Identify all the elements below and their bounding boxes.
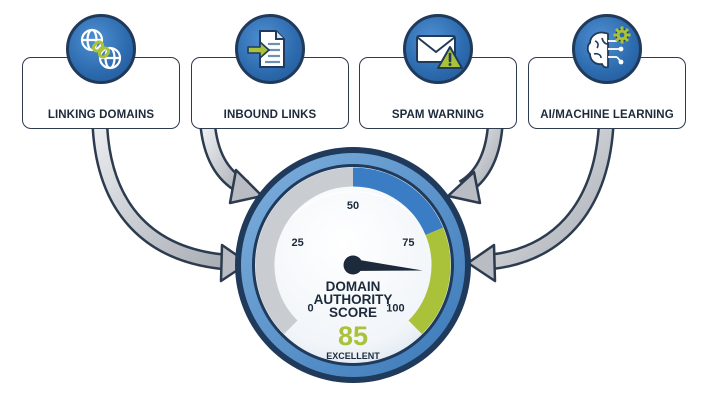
gauge-title-line: DOMAIN	[326, 279, 381, 294]
gauge-title-line: AUTHORITY	[314, 292, 393, 307]
gauge-needle-hub	[343, 255, 363, 275]
gauge-title-line: SCORE	[329, 305, 377, 320]
document-arrow-icon	[235, 14, 305, 84]
factor-label: INBOUND LINKS	[223, 109, 317, 121]
gauge-tick-label: 100	[386, 302, 404, 314]
brain-gear-icon	[572, 14, 642, 84]
gauge-score: 85	[338, 321, 368, 351]
arrow-spam-warning	[446, 126, 504, 205]
factor-card-spam-warning: SPAM WARNING	[359, 57, 517, 129]
gauge-segment-low	[255, 167, 354, 334]
factor-label: AI/MACHINE LEARNING	[540, 109, 674, 121]
arrow-ai-machine-learning	[466, 127, 615, 283]
gauge-rating: EXCELLENT	[326, 351, 380, 361]
gauge-segment-mid	[352, 167, 444, 236]
factor-label: SPAM WARNING	[391, 109, 485, 121]
gauge-tick-label: 75	[402, 237, 414, 249]
envelope-warning-icon	[403, 14, 473, 84]
gauge-tick-label: 50	[347, 200, 359, 212]
gauge-needle	[352, 259, 423, 271]
arrow-inbound-links	[199, 126, 264, 205]
gauge-tick-label: 25	[291, 237, 303, 249]
gauge-segment-high	[408, 227, 451, 334]
gauge-tick-label: 0	[308, 302, 314, 314]
arrow-linking-domains	[91, 127, 250, 283]
factor-label: LINKING DOMAINS	[47, 109, 155, 121]
globe-chain-icon	[66, 14, 136, 84]
